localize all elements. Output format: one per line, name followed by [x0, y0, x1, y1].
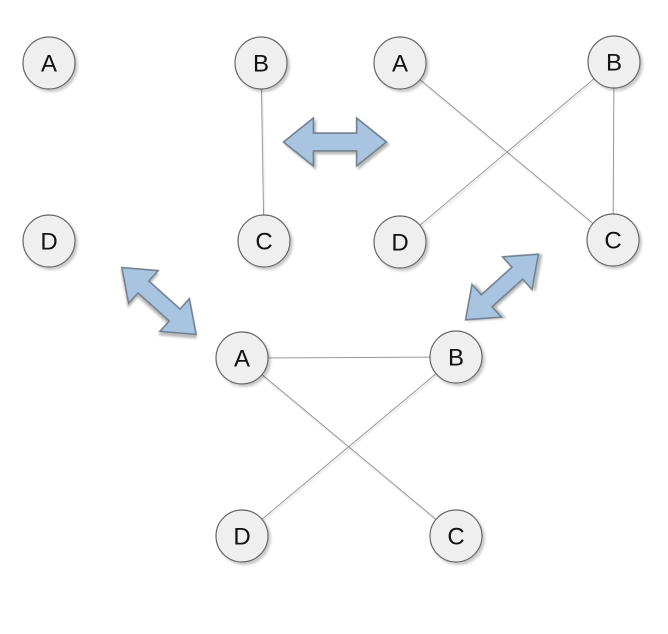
node-label: A [41, 51, 57, 78]
node-a: A [373, 36, 427, 90]
node-circle [429, 509, 483, 563]
node-circle [373, 36, 427, 90]
node-circle [234, 36, 288, 90]
node-label: D [391, 230, 408, 257]
node-d: D [22, 214, 76, 268]
node-circle [22, 214, 76, 268]
node-circle [237, 214, 291, 268]
edge-b-c [260, 62, 265, 242]
node-label: B [448, 345, 464, 372]
node-circle [586, 213, 640, 267]
node-c: C [429, 509, 483, 563]
edge-d-b [241, 356, 457, 537]
edge-a-b [241, 356, 457, 359]
isomorphism-arrow-right-double-arrow-icon [464, 253, 540, 321]
node-label: C [604, 228, 621, 255]
node-label: D [40, 229, 57, 256]
graph-crossed-top-right: A B C D [373, 35, 641, 269]
node-label: A [234, 346, 250, 373]
isomorphism-arrow-left-double-arrow-icon [120, 266, 198, 336]
node-c: C [237, 214, 291, 268]
node-a: A [22, 36, 76, 90]
node-circle [215, 331, 269, 385]
graph-crossed-bottom: A B C D [215, 330, 483, 563]
edge-d-b [399, 61, 615, 243]
node-b: B [587, 35, 641, 89]
node-label: B [606, 50, 622, 77]
edge-a-c [399, 62, 614, 241]
node-d: D [215, 509, 269, 563]
node-label: D [233, 524, 250, 551]
node-b: B [429, 330, 483, 384]
node-circle [22, 36, 76, 90]
node-circle [587, 35, 641, 89]
node-d: D [373, 215, 427, 269]
node-a: A [215, 331, 269, 385]
node-label: A [392, 51, 408, 78]
edge-b-c [612, 61, 615, 241]
node-circle [373, 215, 427, 269]
graph-square: A B C D [22, 36, 291, 268]
node-label: C [447, 524, 464, 551]
isomorphism-arrow-top-double-arrow-icon [282, 116, 388, 168]
node-c: C [586, 213, 640, 267]
node-label: B [253, 51, 269, 78]
node-b: B [234, 36, 288, 90]
node-circle [215, 509, 269, 563]
node-circle [429, 330, 483, 384]
node-label: C [255, 229, 272, 256]
